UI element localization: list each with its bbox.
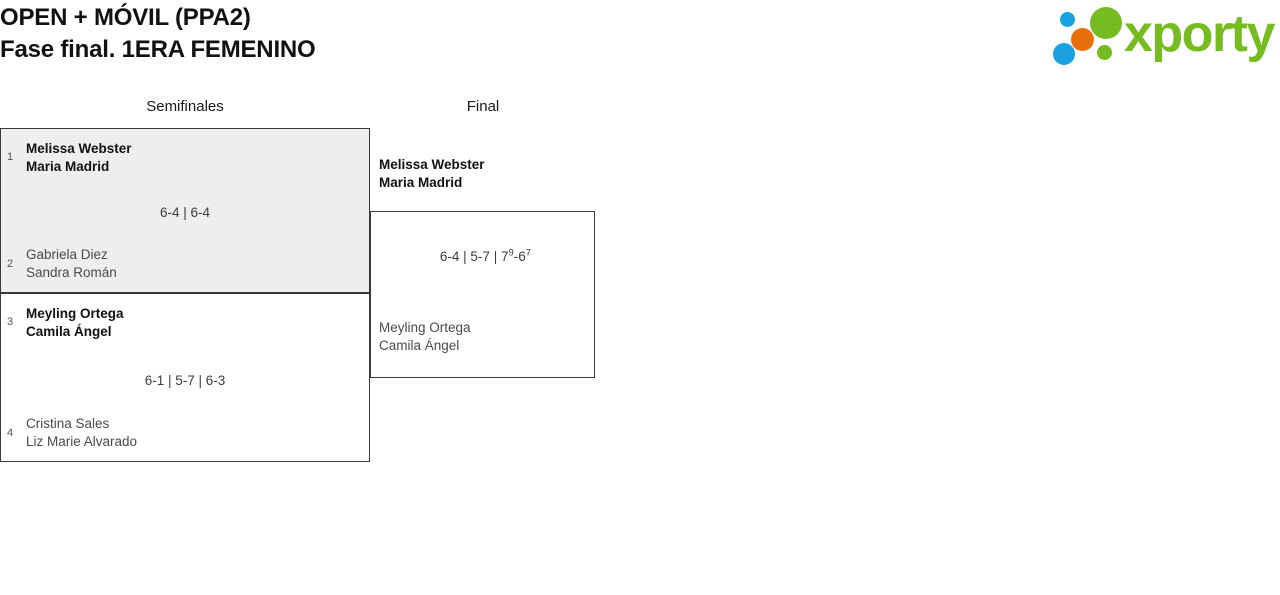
player-name: Sandra Román xyxy=(26,265,117,280)
player-name: Melissa Webster xyxy=(379,157,485,172)
logo-wordmark: xporty xyxy=(1124,5,1275,63)
match-score: 6-1 | 5-7 | 6-3 xyxy=(144,373,226,388)
player-name: Maria Madrid xyxy=(379,175,463,190)
match-semifinal-2[interactable]: 3 Meyling Ortega Camila Ángel 6-1 | 5-7 … xyxy=(0,293,370,462)
page-title: OPEN + MÓVIL (PPA2) Fase final. 1ERA FEM… xyxy=(0,2,700,66)
match-semifinal-1[interactable]: 1 Melissa Webster Maria Madrid 6-4 | 6-4… xyxy=(0,128,370,293)
match-team-top: Meyling Ortega Camila Ángel xyxy=(26,305,361,341)
round-header-final: Final xyxy=(466,98,500,115)
logo-dot-blue-small xyxy=(1060,12,1075,27)
xporty-logo[interactable]: xporty xyxy=(1050,5,1276,65)
logo-dot-orange xyxy=(1071,28,1094,51)
logo-dot-blue-large xyxy=(1053,43,1075,65)
player-name: Liz Marie Alvarado xyxy=(26,434,138,449)
player-name: Camila Ángel xyxy=(379,338,460,353)
score-set-part2: -6 xyxy=(513,249,526,264)
seed-number: 3 xyxy=(7,316,14,328)
player-name: Melissa Webster xyxy=(26,141,132,156)
match-score: 6-4 | 5-7 | 79-67 xyxy=(371,248,594,266)
player-name: Camila Ángel xyxy=(26,324,112,339)
score-tiebreak-1: 9 xyxy=(508,247,514,259)
score-tiebreak-2: 7 xyxy=(525,247,532,259)
seed-number: 2 xyxy=(7,258,14,270)
match-team-bottom: Meyling Ortega Camila Ángel xyxy=(379,319,586,355)
round-header-semifinals: Semifinales xyxy=(146,98,224,115)
match-score: 6-4 | 6-4 xyxy=(159,205,211,220)
player-name: Cristina Sales xyxy=(26,416,110,431)
page-header: OPEN + MÓVIL (PPA2) Fase final. 1ERA FEM… xyxy=(0,0,1280,80)
player-name: Meyling Ortega xyxy=(379,320,471,335)
tournament-name: OPEN + MÓVIL (PPA2) xyxy=(0,4,251,31)
match-team-bottom: Cristina Sales Liz Marie Alvarado xyxy=(26,415,361,451)
seed-number: 4 xyxy=(7,427,14,439)
tournament-phase: Fase final. 1ERA FEMENINO xyxy=(0,36,316,63)
score-set-part1: 6-4 | 5-7 | 7 xyxy=(439,249,509,264)
player-name: Meyling Ortega xyxy=(26,306,124,321)
match-team-top: Melissa Webster Maria Madrid xyxy=(26,140,361,176)
player-name: Maria Madrid xyxy=(26,159,110,174)
seed-number: 1 xyxy=(7,151,14,163)
logo-dot-green-large xyxy=(1090,7,1122,39)
player-name: Gabriela Diez xyxy=(26,247,108,262)
match-team-bottom: Gabriela Diez Sandra Román xyxy=(26,246,361,282)
logo-dot-green-small xyxy=(1097,45,1112,60)
match-team-top: Melissa Webster Maria Madrid xyxy=(379,156,586,192)
logo-dots-icon xyxy=(1050,6,1128,65)
match-final[interactable]: Melissa Webster Maria Madrid 6-4 | 5-7 |… xyxy=(370,157,595,378)
